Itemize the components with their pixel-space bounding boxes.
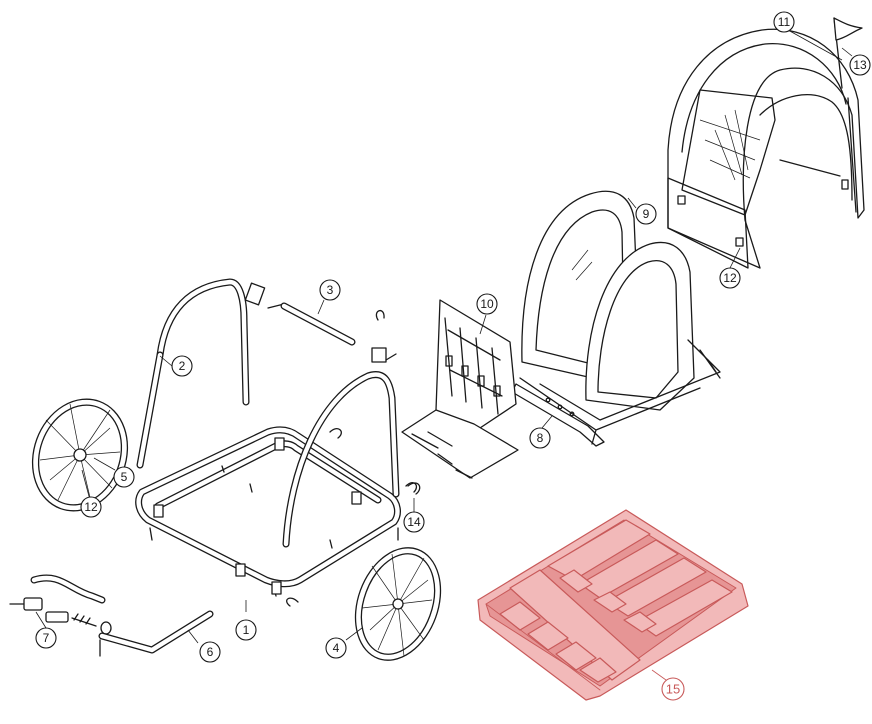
callout-5: 5	[113, 466, 135, 488]
part-canopy-cover	[667, 28, 865, 269]
svg-text:8: 8	[537, 431, 544, 445]
part-floor-tub-highlighted	[477, 509, 749, 701]
leader-lines	[35, 29, 853, 681]
svg-text:9: 9	[643, 207, 650, 221]
part-wheel-left	[31, 398, 129, 512]
callout-7: 7	[35, 627, 57, 649]
svg-text:11: 11	[778, 15, 791, 29]
part-clip	[407, 482, 421, 495]
part-tow-bar	[98, 610, 214, 657]
svg-text:4: 4	[333, 641, 340, 655]
part-front-shell	[519, 190, 721, 445]
callout-12-canopy: 12	[719, 267, 741, 289]
callout-11: 11	[773, 11, 795, 33]
callout-1: 1	[235, 619, 257, 641]
svg-text:12: 12	[723, 271, 737, 285]
svg-text:12: 12	[84, 500, 98, 514]
part-wheel-front	[354, 547, 442, 661]
callout-14: 14	[403, 511, 425, 533]
svg-text:7: 7	[43, 631, 50, 645]
callout-10: 10	[476, 293, 498, 315]
part-main-frame	[135, 371, 418, 607]
svg-text:5: 5	[121, 470, 128, 484]
svg-text:14: 14	[407, 515, 421, 529]
callout-13: 13	[849, 54, 871, 76]
part-harness-seat	[401, 299, 519, 479]
svg-text:3: 3	[327, 283, 334, 297]
callout-8: 8	[529, 427, 551, 449]
callout-2: 2	[171, 355, 193, 377]
part-hitch	[9, 574, 112, 635]
svg-text:15: 15	[666, 682, 680, 697]
part-roll-bar	[136, 278, 250, 469]
callout-15: 15	[661, 677, 685, 701]
callout-6: 6	[199, 641, 221, 663]
part-axle-bar	[244, 282, 397, 363]
callout-12-left-wheel: 12	[80, 496, 102, 518]
svg-text:2: 2	[179, 359, 186, 373]
svg-text:13: 13	[853, 58, 867, 72]
part-safety-flag	[833, 17, 863, 89]
svg-text:6: 6	[207, 645, 214, 659]
svg-text:10: 10	[480, 297, 494, 311]
callout-3: 3	[319, 279, 341, 301]
callout-9: 9	[635, 203, 657, 225]
callout-4: 4	[325, 637, 347, 659]
svg-text:1: 1	[243, 623, 250, 637]
